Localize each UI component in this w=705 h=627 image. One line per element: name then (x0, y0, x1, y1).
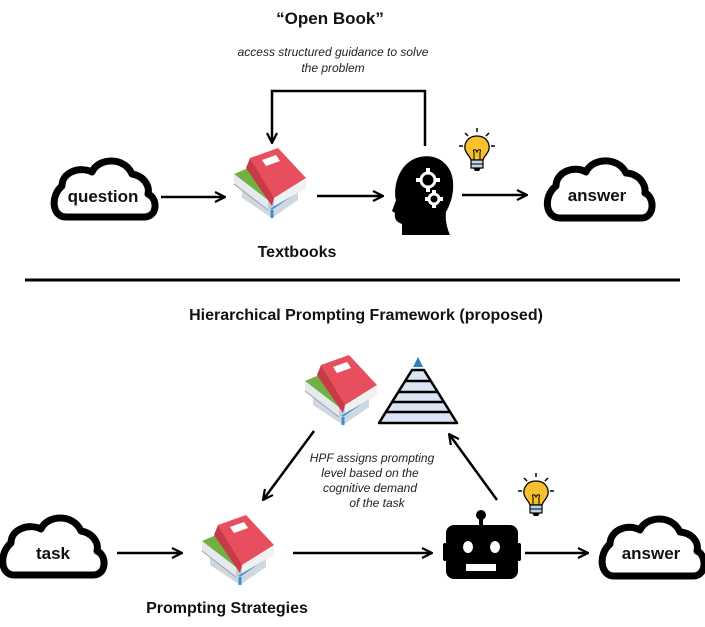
head-gears-icon (392, 156, 454, 235)
bottom-lightbulb-icon (517, 472, 555, 517)
bottom-answer-cloud-icon (598, 515, 705, 580)
textbooks-books-icon (232, 146, 308, 220)
question-cloud-icon (50, 157, 159, 221)
arrow-books-to-strategies (263, 430, 316, 500)
prompting-strategies-caption: Prompting Strategies (146, 600, 308, 617)
bottom-answer-cloud-label: answer (622, 544, 681, 563)
prompting-strategies-books-icon (200, 513, 276, 587)
task-cloud-label: task (36, 544, 71, 563)
robot-icon (443, 510, 521, 579)
pyramid-icon (377, 357, 459, 425)
section-title-open-book: “Open Book” (276, 9, 384, 28)
loop-note-line-2: the problem (301, 61, 364, 75)
top-answer-cloud-label: answer (568, 186, 627, 205)
hpf-books-icon (303, 353, 379, 427)
top-answer-cloud-icon (544, 157, 656, 222)
hpf-note-line-4: of the task (349, 496, 405, 510)
top-lightbulb-icon (458, 127, 496, 172)
loop-note-line-1: access structured guidance to solve (238, 45, 429, 59)
hpf-note-line-3: cognitive demand (323, 481, 417, 495)
textbooks-caption: Textbooks (258, 244, 337, 261)
hpf-note-line-1: HPF assigns prompting (310, 451, 435, 465)
arrow-robot-to-pyramid (449, 434, 499, 501)
question-cloud-label: question (68, 187, 139, 206)
section-title-hpf: Hierarchical Prompting Framework (propos… (189, 307, 543, 324)
feedback-loop-arrow (272, 89, 427, 146)
hpf-note-line-2: level based on the (321, 466, 419, 480)
task-cloud-icon (0, 514, 108, 579)
